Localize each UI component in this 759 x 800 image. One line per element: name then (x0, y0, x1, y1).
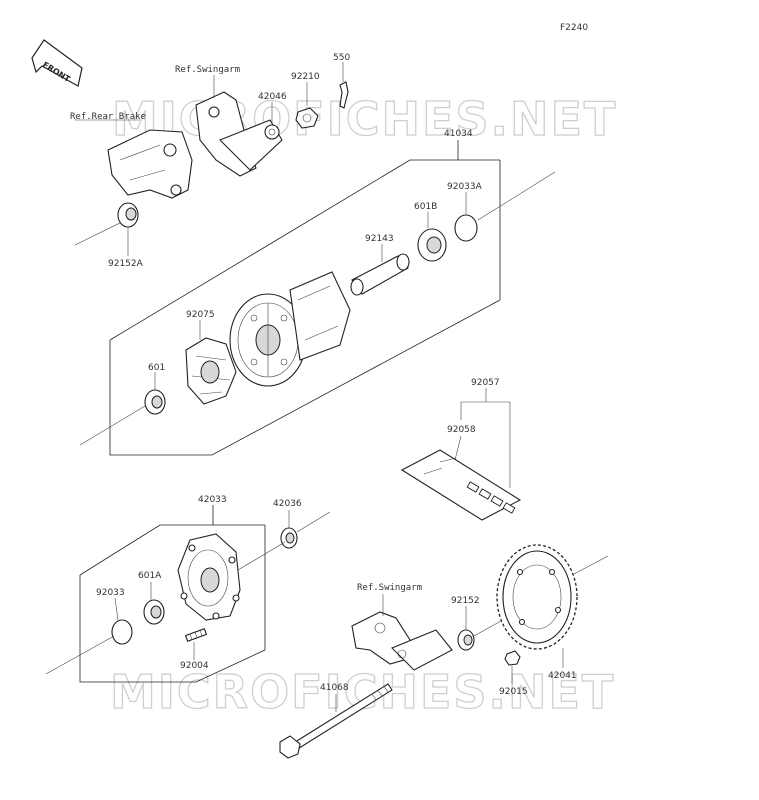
circlip-92033 (111, 619, 133, 645)
bearing-601A (143, 599, 165, 625)
axle-line-top-right (477, 171, 556, 221)
label-601B: 601B (414, 202, 437, 212)
ref-swingarm-bottom: Ref.Swingarm (357, 583, 422, 593)
rear-hub (229, 271, 351, 387)
hub-assembly-frame (109, 140, 501, 456)
label-601A: 601A (138, 571, 162, 581)
nut-92210 (295, 107, 319, 129)
label-92004: 92004 (180, 661, 209, 671)
chain-92057 (400, 449, 522, 521)
label-92033: 92033 (96, 588, 125, 598)
sprocket-hub-frame (79, 505, 266, 683)
collar-42036 (280, 527, 298, 549)
label-92152A: 92152A (108, 259, 144, 269)
label-92143: 92143 (365, 234, 394, 244)
label-550: 550 (333, 53, 350, 63)
washer-42046 (264, 124, 280, 140)
figure-code: F2240 (560, 23, 588, 33)
cotter-pin-550 (339, 81, 349, 109)
label-601: 601 (148, 363, 165, 373)
label-42046: 42046 (258, 92, 287, 102)
label-42036: 42036 (273, 499, 302, 509)
label-92058: 92058 (447, 425, 476, 435)
rear-brake-bracket (107, 129, 193, 199)
label-92152: 92152 (451, 596, 480, 606)
nut-92015 (504, 650, 521, 666)
collar-92152 (457, 629, 475, 651)
label-92057: 92057 (471, 378, 500, 388)
spacer-92143 (350, 253, 410, 296)
label-41034: 41034 (444, 129, 473, 139)
label-92015: 92015 (499, 687, 528, 697)
label-41068: 41068 (320, 683, 349, 693)
swingarm-bottom (351, 611, 453, 671)
bearing-601 (144, 389, 166, 415)
label-92210: 92210 (291, 72, 320, 82)
ref-swingarm-top: Ref.Swingarm (175, 65, 240, 75)
bearing-601B (417, 228, 447, 262)
label-92075: 92075 (186, 310, 215, 320)
collar-92152A (117, 202, 139, 228)
axle-41068 (279, 683, 393, 759)
label-42041: 42041 (548, 671, 577, 681)
axle-line-hub-left (79, 405, 146, 446)
watermark-top: MICROFICHES.NET (112, 92, 617, 146)
sprocket-coupling (177, 533, 241, 621)
circlip-92033A (454, 214, 478, 242)
label-42033: 42033 (198, 495, 227, 505)
damper-92075 (185, 337, 237, 405)
stud-92004 (184, 628, 208, 642)
watermark-bottom: MICROFICHES.NET (110, 665, 615, 719)
ref-rear-brake: Ref.Rear Brake (70, 112, 146, 122)
label-92033A: 92033A (447, 182, 483, 192)
sprocket-42041 (496, 544, 578, 650)
front-arrow-icon: FRONT (31, 39, 83, 87)
